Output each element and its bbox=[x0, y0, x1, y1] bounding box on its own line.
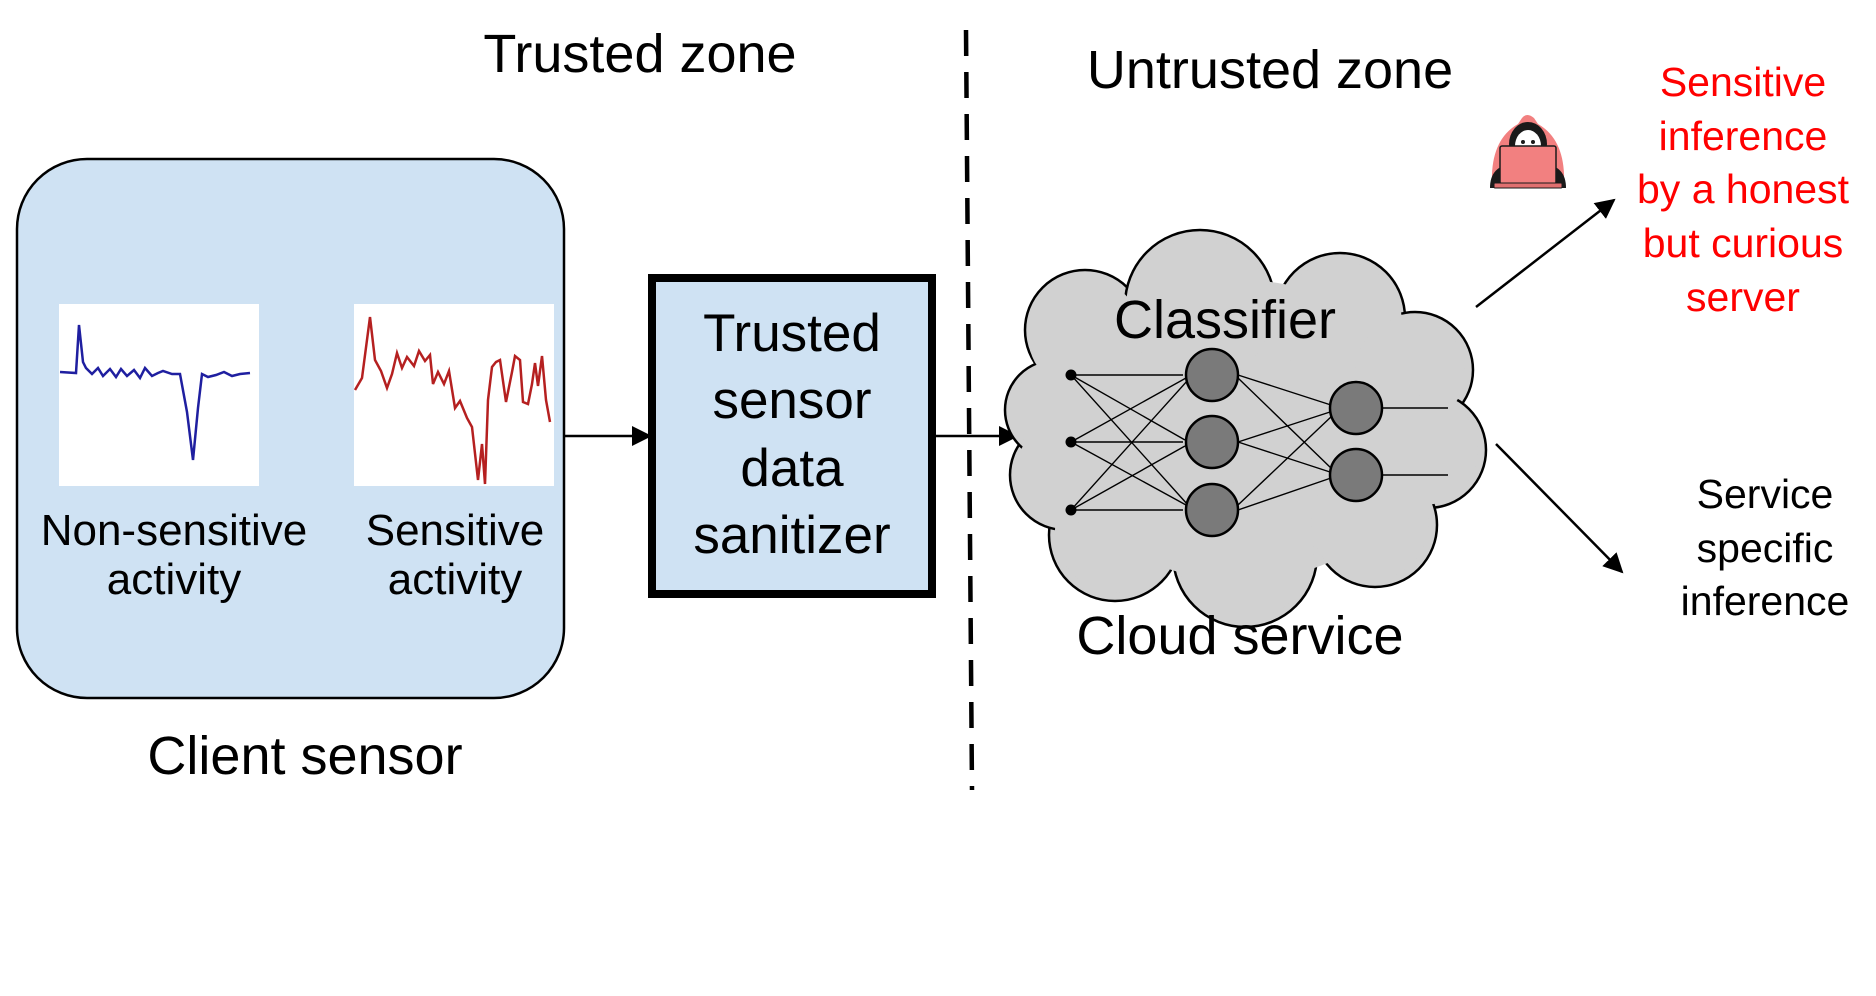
sanitizer-label: Trusted sensor data sanitizer bbox=[693, 304, 891, 565]
client-sensor-box bbox=[15, 157, 566, 700]
hooded-hacker-icon bbox=[1490, 115, 1566, 189]
hidden-neurons bbox=[1184, 347, 1240, 538]
client-sensor-caption: Client sensor bbox=[147, 726, 463, 786]
sensitive-activity-label: Sensitive activity bbox=[365, 506, 545, 605]
sensitive-activity-plot bbox=[353, 304, 554, 486]
service-inference-arrow bbox=[1495, 443, 1624, 574]
untrusted-zone-label: Untrusted zone bbox=[1086, 40, 1454, 100]
classifier-label: Classifier bbox=[1113, 290, 1337, 350]
non-sensitive-activity-label: Non-sensitive activity bbox=[40, 506, 308, 605]
service-inference-label: Service specific inference bbox=[1680, 471, 1850, 625]
input-nodes bbox=[1065, 369, 1077, 516]
trusted-zone-label: Trusted zone bbox=[483, 24, 797, 84]
sensitive-inference-arrow bbox=[1475, 198, 1616, 308]
network-edges bbox=[1070, 374, 1448, 511]
cloud-service-caption: Cloud service bbox=[1076, 606, 1404, 666]
non-sensitive-activity-plot bbox=[59, 304, 259, 486]
sensitive-inference-label: Sensitive inference by a honest but curi… bbox=[1637, 59, 1849, 320]
sanitizer-box bbox=[648, 274, 936, 598]
output-neurons bbox=[1328, 380, 1384, 503]
cloud-fill bbox=[1013, 238, 1478, 619]
zone-divider bbox=[963, 29, 975, 791]
